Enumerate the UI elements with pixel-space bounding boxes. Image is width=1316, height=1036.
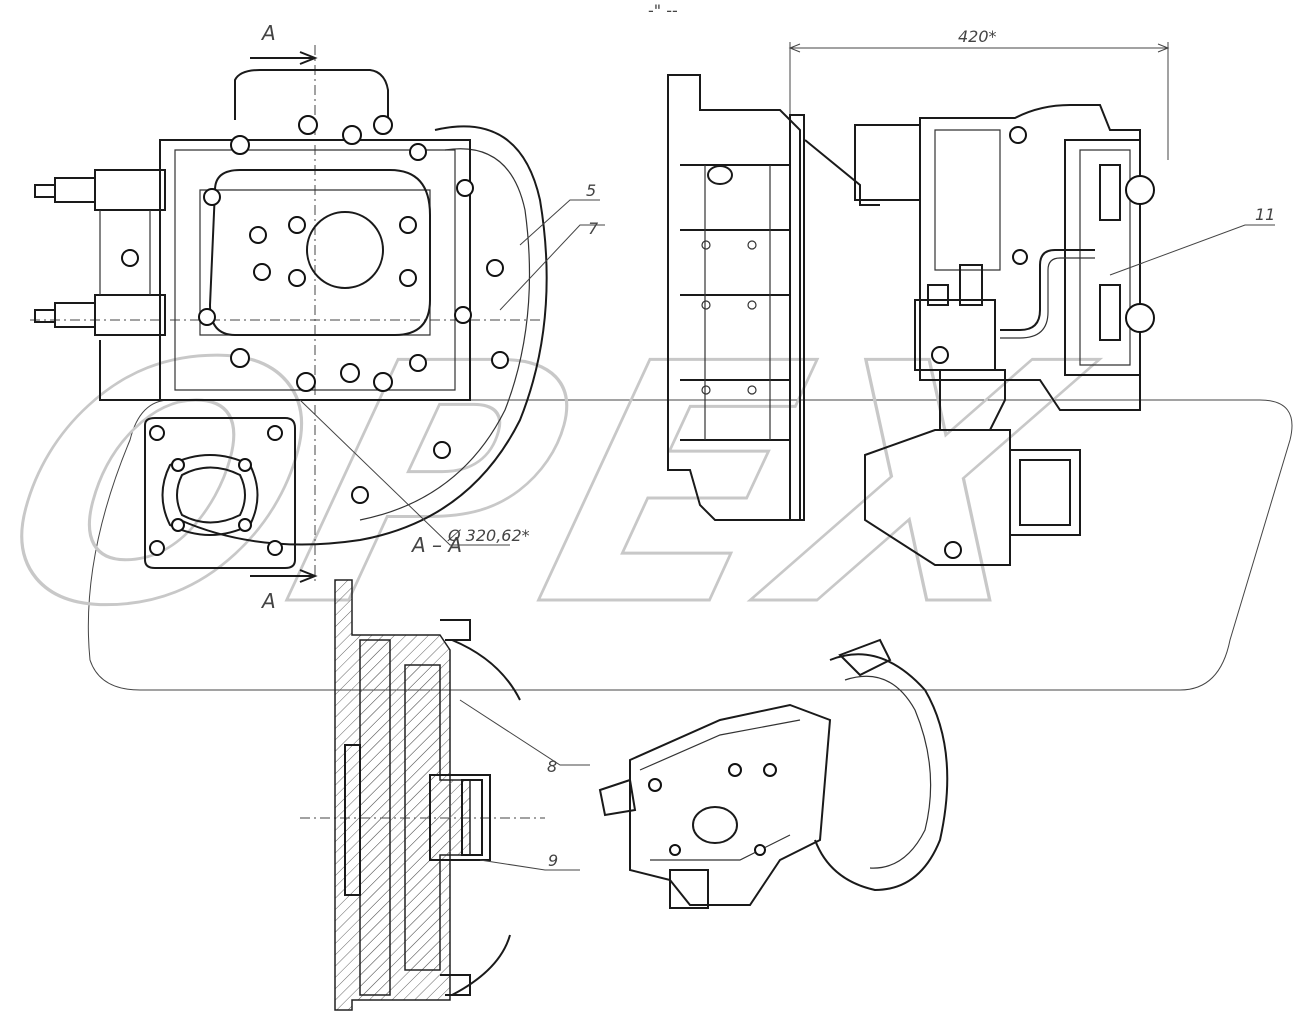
central-bore xyxy=(306,211,384,289)
callout-8-leader xyxy=(459,699,590,766)
diameter-label: Ø 320,62* xyxy=(447,526,530,545)
side-view: 420* xyxy=(667,27,1275,566)
front-bolts xyxy=(121,115,509,504)
callout-5-leader xyxy=(519,199,600,246)
callout-9-leader xyxy=(479,859,580,871)
callout-5: 5 xyxy=(586,181,596,200)
left-fittings xyxy=(34,169,166,401)
section-ref-label: A – A xyxy=(410,533,462,557)
section-arrow-bottom xyxy=(250,569,318,583)
watermark: OPEX xyxy=(0,293,1293,691)
callout-7-leader xyxy=(499,224,605,311)
section-label-top: A xyxy=(260,21,276,45)
pump-body xyxy=(159,139,471,401)
front-view: A A A – A Ø 320,62* 5 7 xyxy=(30,21,605,613)
bell-housing-arc xyxy=(179,125,548,546)
section-arrow-top xyxy=(250,51,318,65)
top-bracket xyxy=(234,69,389,130)
side-pump-body xyxy=(919,104,1141,411)
section-view: 8 9 xyxy=(300,579,590,1011)
iso-bell-housing xyxy=(814,653,949,892)
callout-7: 7 xyxy=(588,219,599,238)
pipe xyxy=(1000,249,1095,331)
section-label-bottom: A xyxy=(260,589,276,613)
isometric-view xyxy=(598,638,949,909)
callout-8: 8 xyxy=(547,757,557,776)
callout-11: 11 xyxy=(1255,205,1275,224)
diameter-leader xyxy=(299,399,510,546)
watermark-text: OPEX xyxy=(0,294,1117,678)
central-plate xyxy=(208,169,431,336)
lower-flange xyxy=(144,417,296,569)
callout-9: 9 xyxy=(548,851,558,870)
header-caption: -" -- xyxy=(648,1,678,20)
iso-body xyxy=(629,703,832,906)
dimension-width-label: 420* xyxy=(958,27,997,46)
callout-11-leader xyxy=(1109,224,1275,276)
